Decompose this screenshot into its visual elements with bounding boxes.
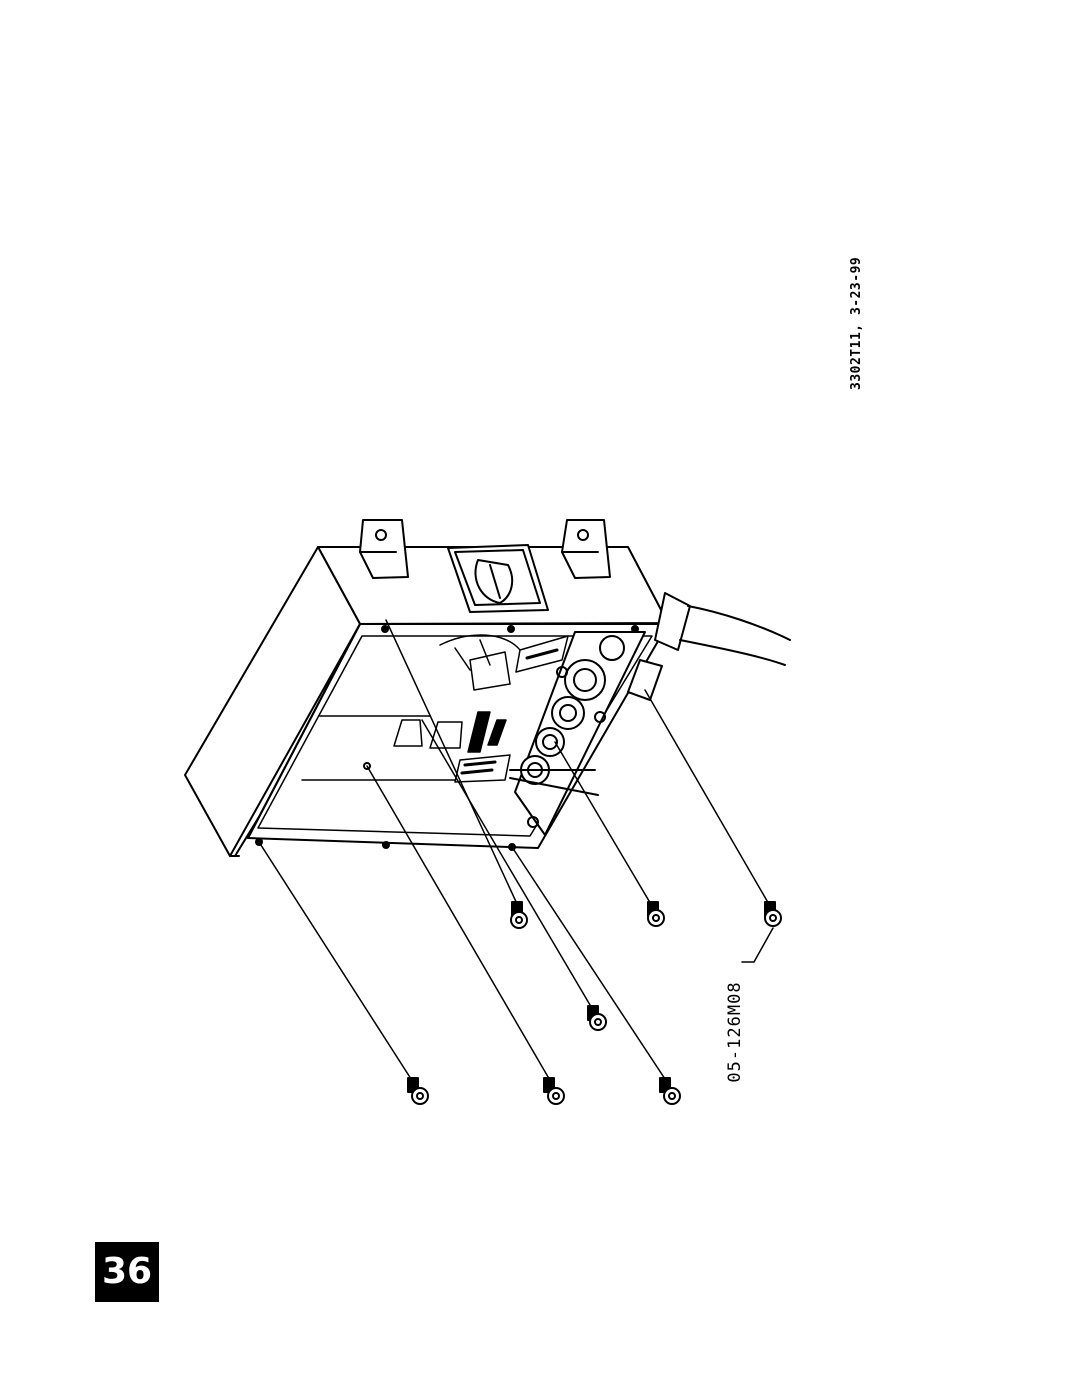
rotary-switch-handle [447,544,549,613]
drawing-reference-code: 3302T11, 3-23-99 [849,256,864,390]
internal-components [393,634,569,783]
screw-leader-lines [258,619,774,1083]
mounting-bracket-right [561,519,611,579]
cable-assembly [509,592,791,796]
part-number-callout: 05-126M08 [725,981,745,1083]
cap-screw-5 [510,901,528,929]
page-number-badge: 36 [95,1242,159,1302]
cap-screw-3 [659,1077,681,1105]
cap-screw-2 [543,1077,565,1105]
cap-screw-6 [647,901,665,927]
cap-screw-4 [587,1005,607,1031]
cap-screw-1 [407,1077,429,1105]
cap-screw-7 [764,901,782,927]
mounting-bracket-left [359,519,409,579]
